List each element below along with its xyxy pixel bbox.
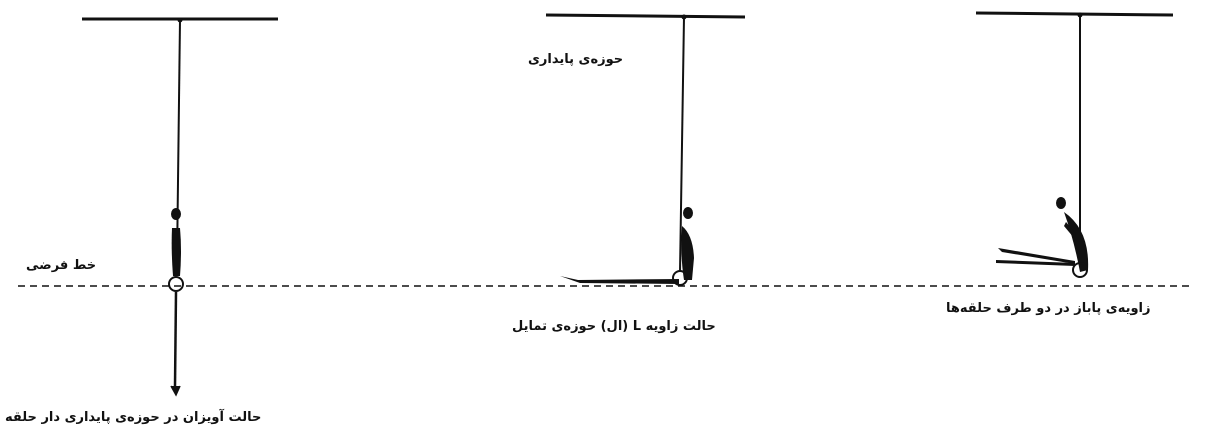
stable-zone-label: حوزه‌ی پایداری	[528, 52, 624, 67]
legs-2	[560, 276, 679, 284]
body-2	[681, 226, 694, 280]
head-1	[171, 208, 181, 220]
imaginary-line-label: خط فرضی	[26, 258, 97, 273]
feet-1	[170, 385, 181, 397]
body-1	[171, 228, 181, 276]
rope-1	[176, 19, 181, 263]
ring-1	[168, 276, 184, 292]
legs-3-lower	[996, 260, 1075, 266]
legs-3-upper	[998, 248, 1075, 264]
ceiling-bar-3	[975, 11, 1174, 17]
ring-2	[672, 270, 688, 286]
hang-caption: حالت آویزان در حوزه‌ی پایداری دار حلقه	[5, 410, 262, 425]
ring-3	[1072, 262, 1088, 278]
arm-3	[1064, 222, 1076, 238]
lsit-caption: حالت زاویه L (ال) حوزه‌ی تمایل	[512, 319, 716, 334]
figure-straddle	[975, 11, 1174, 278]
rope-2	[679, 16, 685, 273]
head-3	[1056, 197, 1066, 209]
straddle-caption: زاویه‌ی پاباز در دو طرف حلقه‌ها	[946, 301, 1151, 316]
ceiling-bar-2	[545, 13, 746, 19]
figure-hanging	[82, 17, 278, 397]
legs-1	[173, 291, 178, 387]
figure-lsit	[545, 13, 746, 286]
head-2	[683, 207, 693, 219]
